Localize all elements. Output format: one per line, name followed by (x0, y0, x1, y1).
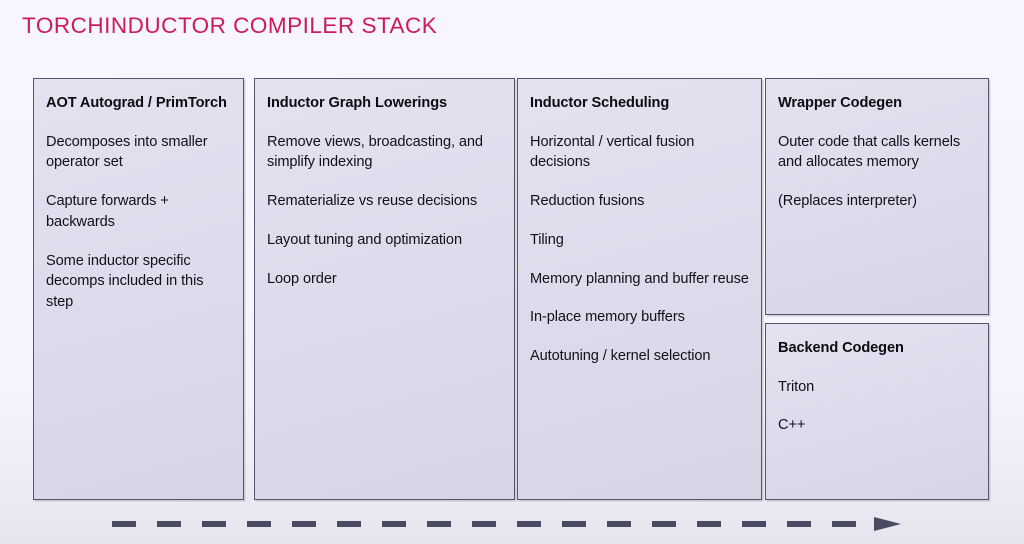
stage-line: Horizontal / vertical fusion decisions (530, 133, 695, 171)
stage-box-inductor-graph-lowerings[interactable]: Inductor Graph Lowerings Remove views, b… (254, 78, 515, 500)
stage-line: Decomposes into smaller operator set (46, 133, 208, 171)
stage-line: Some inductor specific decomps included … (46, 252, 204, 311)
stage-line: Loop order (267, 270, 337, 287)
stage-title: Wrapper Codegen (778, 95, 902, 111)
stage-line: (Replaces interpreter) (778, 193, 917, 210)
stage-box-inductor-scheduling[interactable]: Inductor Scheduling Horizontal / vertica… (517, 78, 762, 500)
stage-box-backend-codegen[interactable]: Backend Codegen Triton C++ (765, 323, 989, 500)
stage-line: Outer code that calls kernels and alloca… (778, 133, 961, 171)
stage-line: Rematerialize vs reuse decisions (267, 193, 478, 210)
stage-line: Tiling (530, 231, 564, 248)
stage-box-wrapper-codegen[interactable]: Wrapper Codegen Outer code that calls ke… (765, 78, 989, 315)
stage-title: Inductor Graph Lowerings (267, 95, 448, 111)
stage-line: Memory planning and buffer reuse (530, 270, 749, 287)
page-title: TORCHINDUCTOR COMPILER STACK (22, 13, 438, 38)
dashed-flow-arrow-icon (112, 517, 901, 531)
stage-title: AOT Autograd / PrimTorch (46, 95, 227, 111)
compiler-stack-columns: AOT Autograd / PrimTorch Decomposes into… (33, 78, 989, 500)
stage-line: Autotuning / kernel selection (530, 348, 711, 365)
stage-line: C++ (778, 417, 806, 434)
stage-box-aot-autograd-primtorch[interactable]: AOT Autograd / PrimTorch Decomposes into… (33, 78, 244, 500)
stage-title: Backend Codegen (778, 340, 904, 356)
stage-line: Remove views, broadcasting, and simplify… (267, 133, 483, 171)
stage-title: Inductor Scheduling (530, 95, 670, 111)
stage-line: Triton (778, 378, 815, 395)
stage-line: Capture forwards + backwards (46, 193, 169, 230)
stage-line: In-place memory buffers (530, 309, 685, 326)
stage-line: Layout tuning and optimization (267, 231, 462, 248)
stage-line: Reduction fusions (530, 193, 645, 210)
